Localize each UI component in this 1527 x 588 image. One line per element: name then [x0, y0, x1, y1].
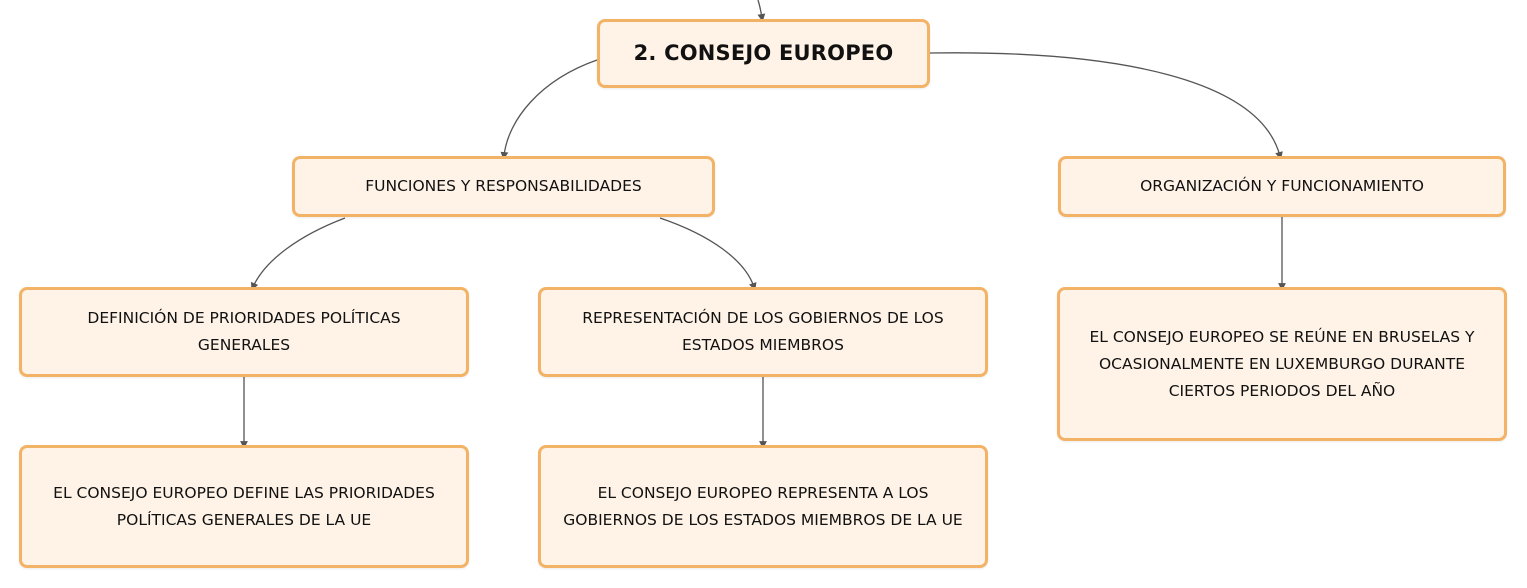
root-node-label: 2. CONSEJO EUROPEO	[633, 41, 894, 65]
connector-root-to-organizacion	[928, 52, 1283, 160]
connector-incoming-root	[757, 0, 766, 22]
node-representacion-gobiernos[interactable]: REPRESENTACIÓN DE LOS GOBIERNOS DE LOS E…	[538, 287, 988, 377]
node-organizacion-funcionamiento[interactable]: ORGANIZACIÓN Y FUNCIONAMIENTO	[1058, 156, 1506, 217]
connector-root-to-funciones	[500, 59, 598, 160]
node-organizacion-detail[interactable]: EL CONSEJO EUROPEO SE REÚNE EN BRUSELAS …	[1057, 287, 1507, 441]
node-funciones-label: FUNCIONES Y RESPONSABILIDADES	[365, 177, 642, 195]
node-organizacion-detail-text: EL CONSEJO EUROPEO SE REÚNE EN BRUSELAS …	[1089, 327, 1475, 400]
node-definicion-detail-text: EL CONSEJO EUROPEO DEFINE LAS PRIORIDADE…	[53, 483, 435, 529]
root-node[interactable]: 2. CONSEJO EUROPEO	[597, 19, 930, 88]
connector-funciones-to-definicion	[251, 217, 346, 291]
node-funciones-responsabilidades[interactable]: FUNCIONES Y RESPONSABILIDADES	[292, 156, 715, 217]
connector-funciones-to-representacion	[659, 217, 757, 291]
node-definicion-detail[interactable]: EL CONSEJO EUROPEO DEFINE LAS PRIORIDADE…	[19, 445, 469, 568]
node-organizacion-label: ORGANIZACIÓN Y FUNCIONAMIENTO	[1140, 177, 1424, 195]
node-representacion-detail[interactable]: EL CONSEJO EUROPEO REPRESENTA A LOS GOBI…	[538, 445, 988, 568]
node-representacion-detail-text: EL CONSEJO EUROPEO REPRESENTA A LOS GOBI…	[563, 483, 963, 529]
node-definicion-label: DEFINICIÓN DE PRIORIDADES POLÍTICAS GENE…	[87, 309, 401, 354]
node-representacion-label: REPRESENTACIÓN DE LOS GOBIERNOS DE LOS E…	[582, 309, 944, 354]
node-definicion-prioridades[interactable]: DEFINICIÓN DE PRIORIDADES POLÍTICAS GENE…	[19, 287, 469, 377]
